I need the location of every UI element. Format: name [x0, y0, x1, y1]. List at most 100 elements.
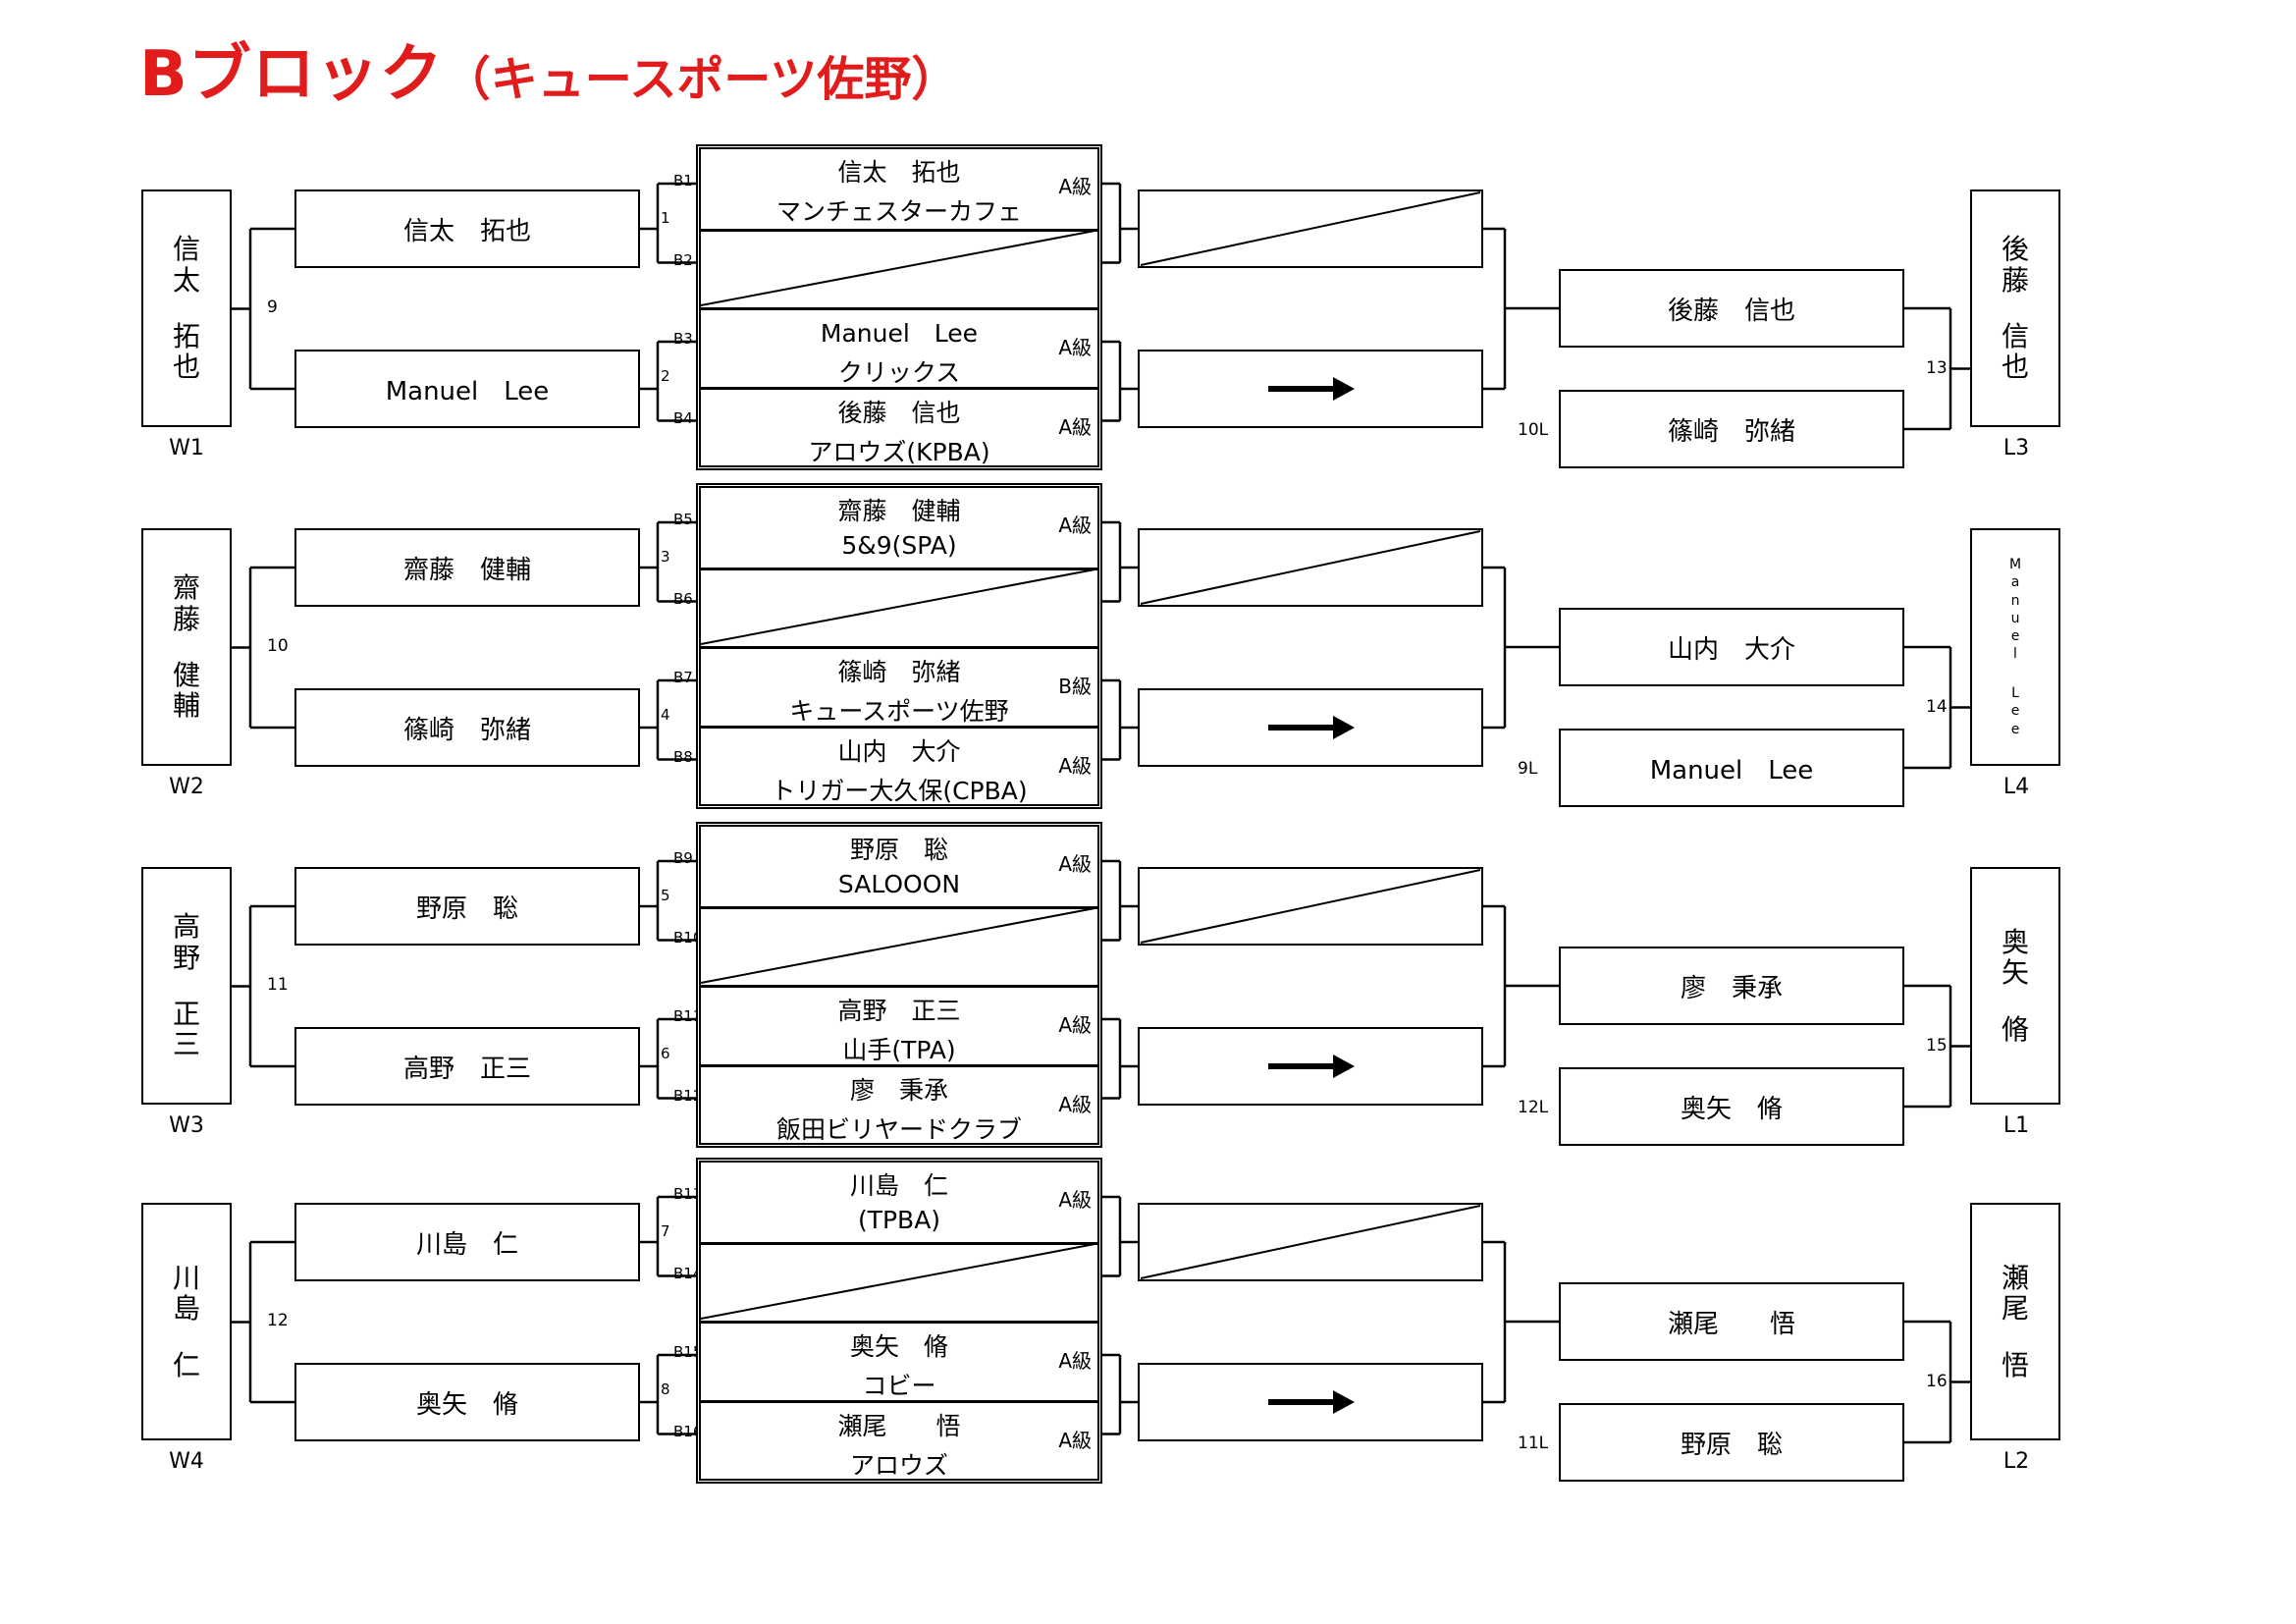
slot-code: B16 [673, 1422, 703, 1440]
loser-source-label: 12L [1518, 1098, 1549, 1117]
slot-player-name: 山内 大介 [837, 736, 961, 766]
bye-box [1138, 1203, 1483, 1281]
vertical-char: M [2008, 557, 2022, 573]
player-slot: 川島 仁 (TPBA) A級 [701, 1163, 1097, 1242]
vertical-char: 高 [172, 910, 200, 944]
slot-code: B9 [673, 849, 693, 867]
slot-player-name: 後藤 信也 [837, 398, 961, 427]
vertical-char: 後 [2001, 233, 2029, 266]
slot-class: A級 [1058, 1092, 1092, 1116]
slot-code: B5 [673, 511, 693, 528]
pair-number: 5 [661, 887, 670, 904]
match-number: 10 [267, 636, 289, 656]
bye-slot [701, 905, 1097, 986]
slot-class: A級 [1058, 1188, 1092, 1212]
slot-code: B6 [673, 589, 693, 608]
slot-code: B2 [673, 250, 693, 269]
slot-code: B11 [673, 1007, 703, 1025]
slot-player-name: 奥矢 脩 [849, 1332, 948, 1361]
pair-number: 8 [661, 1380, 670, 1398]
slot-code: B7 [673, 669, 693, 686]
slot-player-name: 廖 秉承 [849, 1075, 948, 1105]
loser-source-label: 10L [1518, 420, 1549, 440]
winner-label: W3 [169, 1113, 204, 1138]
slot-class: A級 [1058, 1428, 1092, 1452]
vertical-char: 藤 [172, 602, 200, 635]
loser-player-box: 瀬尾 悟 [1559, 1282, 1904, 1361]
vertical-char: 拓 [172, 320, 200, 352]
loser-match-number: 13 [1926, 358, 1948, 378]
player-box: 信太 拓也 [294, 189, 640, 268]
player-box: 篠崎 弥緒 [294, 688, 640, 767]
loser-player-box: 山内 大介 [1559, 608, 1904, 686]
winner-box: 川島仁 [141, 1203, 232, 1440]
loser-player-box: 後藤 信也 [1559, 269, 1904, 348]
slot-class: A級 [1058, 514, 1092, 537]
slot-player-name: 川島 仁 [849, 1171, 948, 1200]
loser-match-number: 14 [1926, 697, 1948, 717]
loser-player-box: 野原 聡 [1559, 1403, 1904, 1482]
slot-class: B級 [1058, 675, 1092, 698]
slot-code: B12 [673, 1086, 703, 1105]
slot-club-name: 飯田ビリヤードクラブ [775, 1114, 1022, 1144]
vertical-char: e [2010, 721, 2020, 737]
match-number: 9 [267, 298, 278, 317]
slot-class: A級 [1058, 175, 1092, 198]
pair-number: 6 [661, 1045, 670, 1062]
slot-code: B10 [673, 928, 703, 947]
vertical-char: 信 [172, 233, 200, 266]
slot-club-name: 5&9(SPA) [841, 531, 957, 560]
winner-box: 齋藤健輔 [141, 528, 232, 766]
vertical-char: n [2010, 592, 2020, 609]
vertical-char: 脩 [2001, 1012, 2029, 1046]
vertical-char: 健 [172, 659, 200, 691]
player-box: Manuel Lee [294, 350, 640, 428]
slot-class: A級 [1058, 414, 1092, 439]
player-slot: 後藤 信也アロウズ(KPBA) A級 [701, 386, 1097, 466]
advance-box [1138, 350, 1483, 428]
slot-class: A級 [1058, 1013, 1092, 1037]
loser-player-box: Manuel Lee [1559, 729, 1904, 807]
player-box: 川島 仁 [294, 1203, 640, 1281]
vertical-char: e [2010, 703, 2020, 720]
loser-player-box: 廖 秉承 [1559, 947, 1904, 1025]
winner-box: 高野正三 [141, 867, 232, 1105]
loser-label: L4 [2002, 775, 2030, 799]
vertical-char: 瀬 [2001, 1261, 2029, 1294]
slot-club-name: (TPBA) [857, 1206, 941, 1234]
slot-code: B3 [673, 330, 693, 348]
vertical-char: 齋 [172, 571, 200, 605]
slot-code: B13 [673, 1185, 703, 1203]
vertical-char: 藤 [2001, 263, 2029, 297]
slot-code: B4 [673, 408, 693, 427]
loser-source-label: 9L [1518, 759, 1538, 779]
slot-class: A級 [1058, 1349, 1092, 1373]
slot-player-name: Manuel Lee [820, 319, 979, 348]
bye-slot [701, 228, 1097, 308]
page-title: Bブロック（キュースポーツ佐野） [139, 24, 958, 111]
advance-box [1138, 1363, 1483, 1441]
slot-club-name: SALOOON [837, 870, 961, 898]
loser-source-label: 11L [1518, 1434, 1549, 1453]
match-number: 12 [267, 1311, 289, 1330]
loser-match-number: 16 [1926, 1372, 1948, 1391]
winner-label: W2 [169, 775, 204, 799]
slot-player-name: 信太 拓也 [837, 158, 961, 187]
slot-code: B1 [673, 172, 693, 189]
slot-club-name: キュースポーツ佐野 [789, 697, 1009, 726]
pair-number: 1 [661, 209, 670, 227]
slot-code: B8 [673, 747, 693, 766]
slot-player-name: 瀬尾 悟 [837, 1411, 961, 1440]
slot-club-name: アロウズ(KPBA) [808, 437, 990, 466]
slot-club-name: コビー [862, 1372, 936, 1400]
bye-slot [701, 567, 1097, 647]
bye-slot [701, 1241, 1097, 1322]
